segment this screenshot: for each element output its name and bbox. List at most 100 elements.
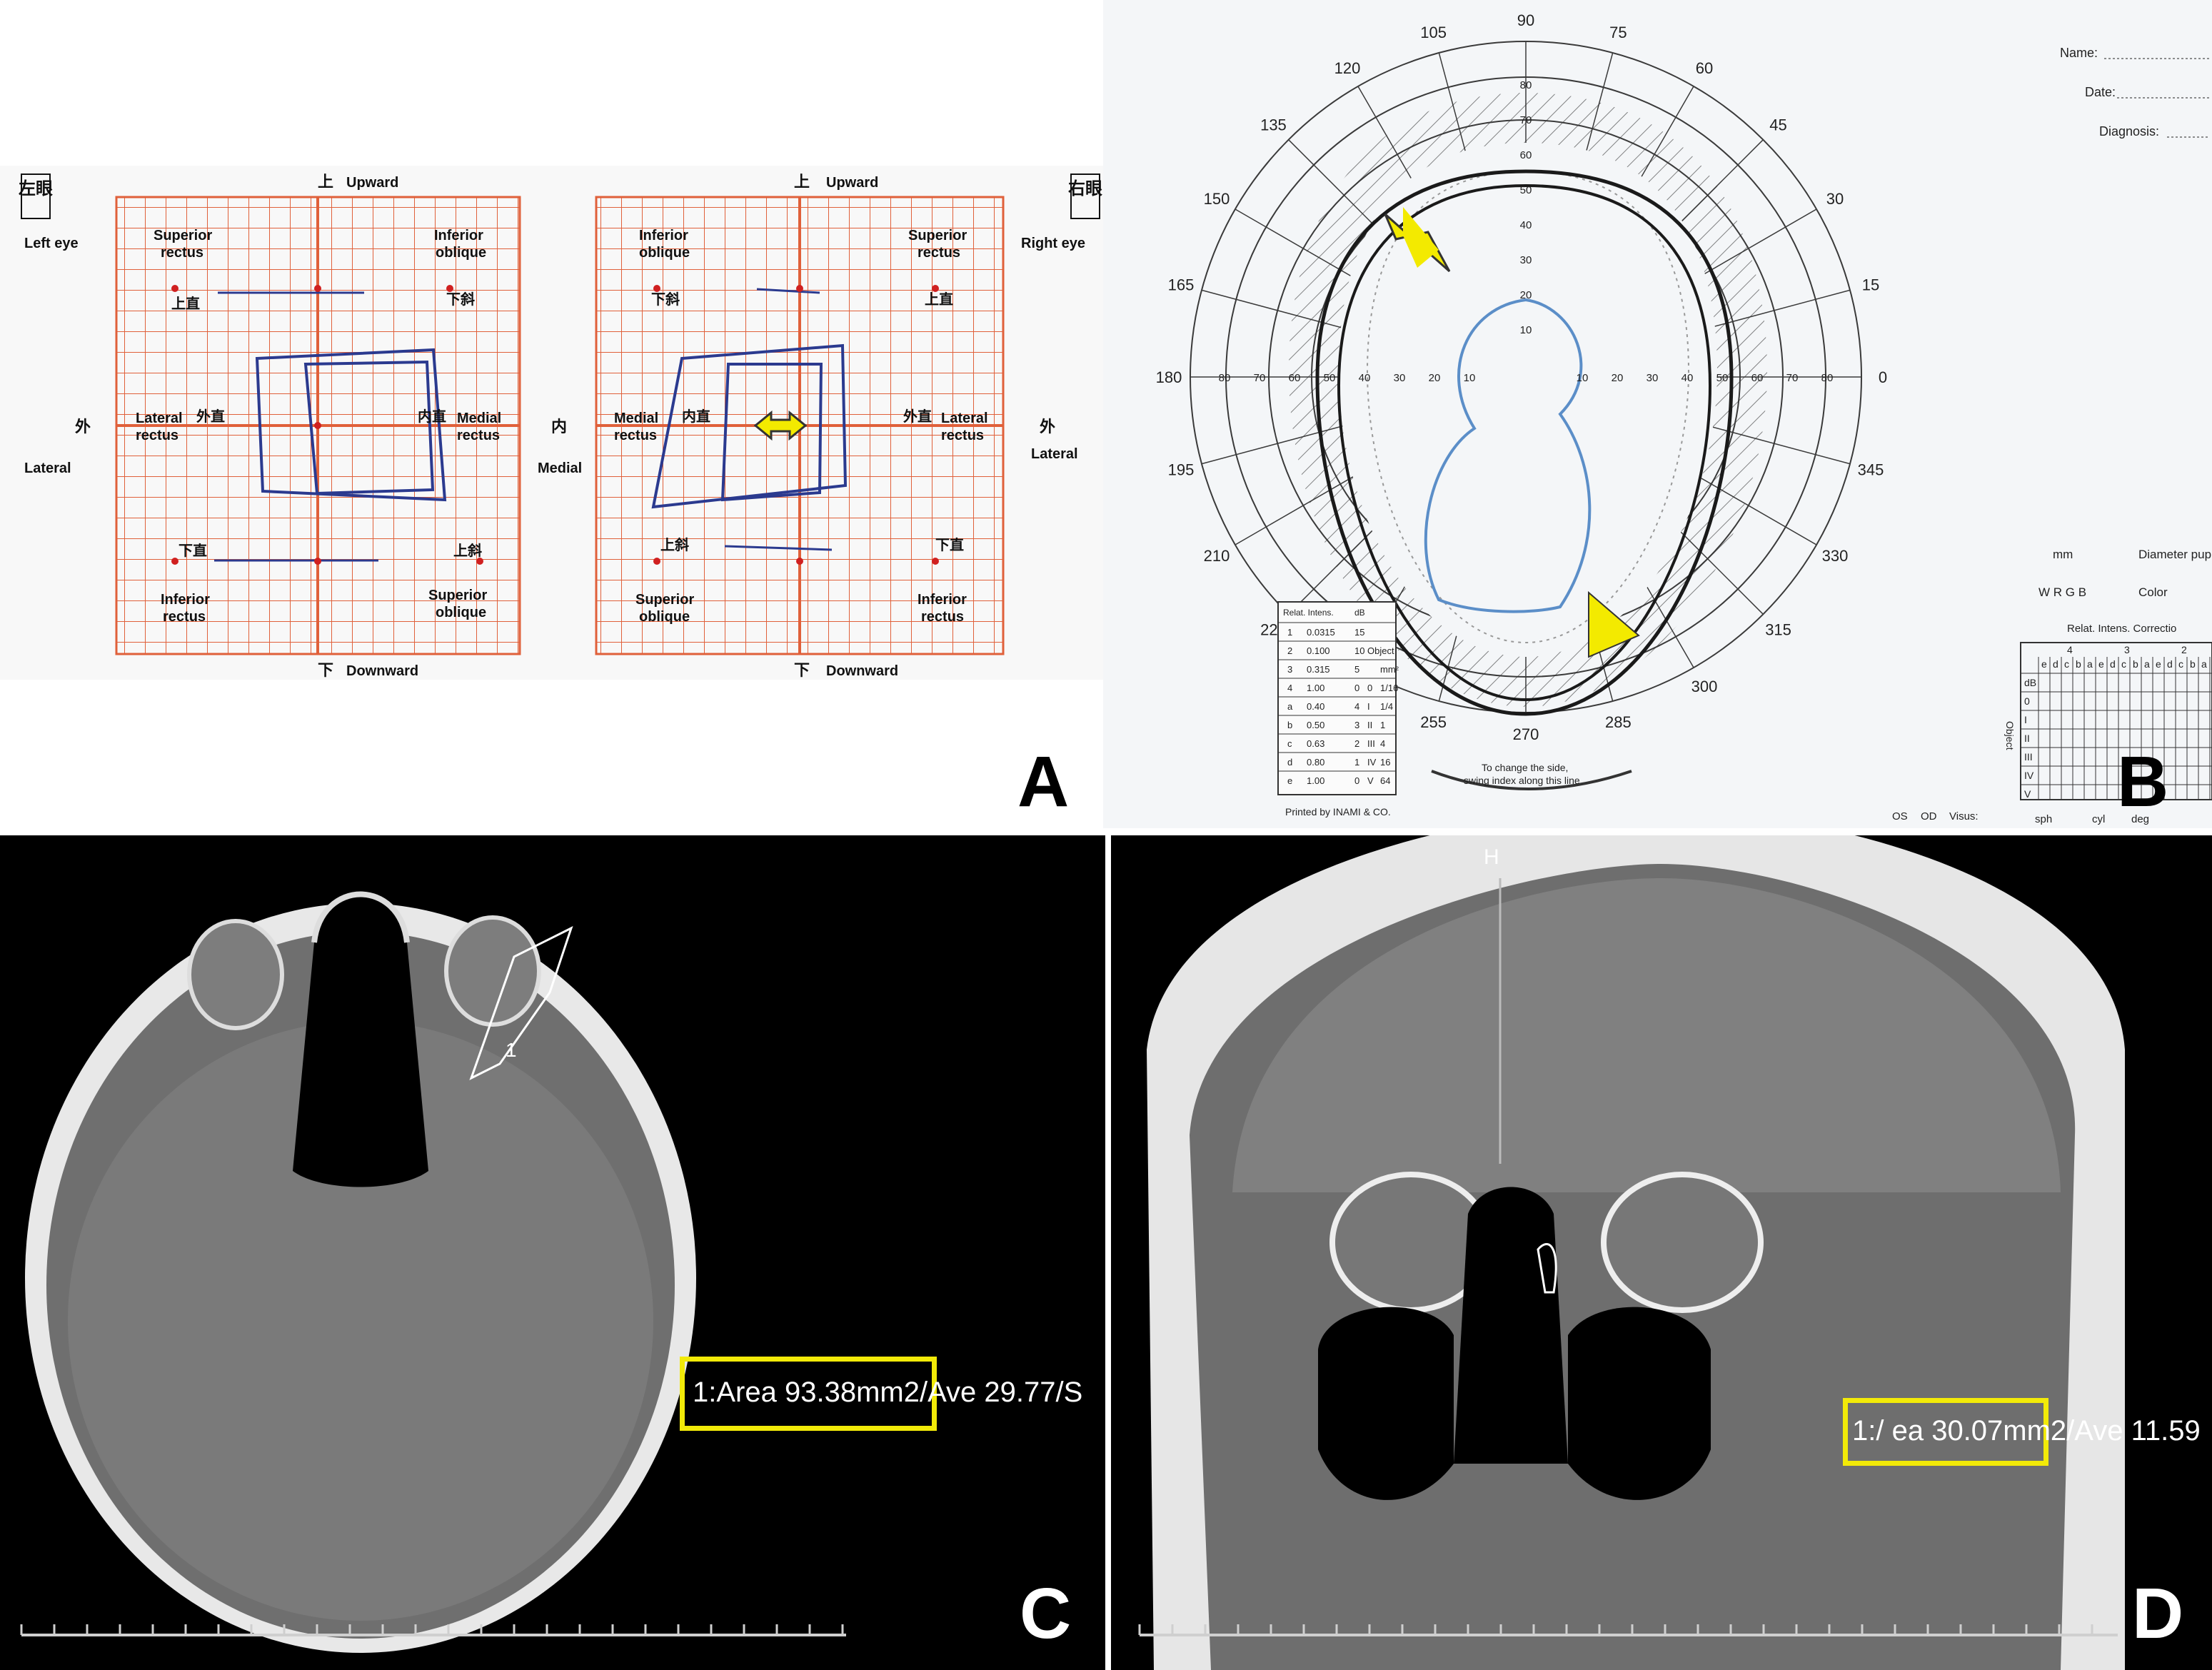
angle-label: 90 [1517, 11, 1534, 29]
roi-outline [469, 926, 573, 1081]
table-cell: 10 [1354, 645, 1364, 656]
radial-tick-label: 30 [1520, 254, 1532, 266]
left-up-kanji: 上 [318, 173, 333, 191]
left-up-label: Upward [346, 175, 398, 191]
hess-chart-svg: 左眼 Left eye 上 Upward 下 Downward 外 Latera… [0, 166, 1103, 680]
printed-by-label: Printed by INAMI & CO. [1285, 806, 1391, 818]
right-br-kanji: 下直 [935, 536, 964, 553]
angle-label: 0 [1879, 368, 1887, 386]
left-hess-grid [115, 196, 521, 655]
radial-tick-label: 10 [1520, 324, 1532, 336]
table-cell: 15 [1354, 627, 1364, 638]
table-cell: III [1367, 738, 1375, 749]
measurement-highlight-box [680, 1357, 937, 1431]
table-cell: mm² [1380, 664, 1399, 675]
right-mr-kanji: 外直 [903, 408, 932, 425]
color-options-label: W R G B [2038, 585, 2086, 599]
right-ml-muscle-1: Medial [614, 411, 658, 426]
table-cell: 0.40 [1307, 701, 1324, 712]
table-cell: V [1367, 775, 1374, 786]
left-tr-muscle-2: oblique [436, 245, 486, 261]
left-eye-kanji: 左眼 [19, 179, 53, 198]
radial-tick-label: 60 [1751, 372, 1764, 384]
right-tl-muscle-1: Inferior [639, 228, 688, 243]
grid-col-label: d [2053, 658, 2058, 670]
grid-col-label: a [2201, 658, 2207, 670]
table-cell: 0.50 [1307, 720, 1324, 730]
form-field-name: Name: [2060, 46, 2098, 60]
angle-label: 120 [1334, 59, 1361, 77]
table-cell: 0 [1367, 683, 1372, 693]
radial-tick-label: 10 [1577, 372, 1589, 384]
radial-tick-label: 80 [1520, 79, 1532, 91]
table-cell: 3 [1287, 664, 1292, 675]
radial-tick-label: 50 [1324, 372, 1336, 384]
angle-label: 60 [1696, 59, 1713, 77]
grid-row-label: IV [2024, 770, 2034, 781]
diameter-pupil-label: Diameter pupi [2138, 548, 2212, 561]
left-tl-muscle-2: rectus [161, 245, 203, 261]
measurement-text: 1:/ ea 30.07mm2/Ave 11.59 [1852, 1415, 2201, 1447]
table-cell: 0 [1354, 775, 1359, 786]
table-cell: 1.00 [1307, 775, 1324, 786]
isopter-central-blue [1424, 298, 1592, 613]
radial-tick-label: 40 [1520, 219, 1532, 231]
table-cell: 64 [1380, 775, 1390, 786]
angle-label: 75 [1609, 24, 1627, 41]
table-cell: 1 [1354, 757, 1359, 768]
table-cell: e [1287, 775, 1292, 786]
grid-row-label: V [2024, 788, 2031, 800]
right-tr-muscle-2: rectus [918, 245, 960, 261]
table-cell: I [1367, 701, 1370, 712]
angle-label: 255 [1420, 713, 1447, 731]
table-cell: a [1287, 701, 1293, 712]
table-header-intens: Relat. Intens. [1283, 608, 1334, 618]
grid-group-label: 3 [2124, 644, 2130, 655]
left-ml-kanji: 外直 [196, 408, 225, 425]
grid-group-label: 2 [2181, 644, 2187, 655]
panel-c-letter: C [1020, 1574, 1072, 1654]
grid-object-label: Object [2004, 721, 2016, 750]
right-tl-kanji: 下斜 [651, 291, 680, 308]
right-tr-kanji: 上直 [925, 291, 953, 308]
axial-ct-svg: 1 [20, 891, 846, 1653]
panel-b-visual-field: 9075604530150345330315300285270255240225… [1103, 0, 2212, 828]
radial-tick-label: 50 [1716, 372, 1729, 384]
radial-tick-label: 50 [1520, 184, 1532, 196]
left-lateral-kanji: 外 [75, 418, 91, 436]
left-medial-kanji: 内 [551, 418, 567, 436]
left-bl-kanji: 下直 [179, 542, 207, 559]
table-cell: 0.63 [1307, 738, 1324, 749]
isopter-outer [1315, 169, 1734, 716]
table-cell: 4 [1287, 683, 1292, 693]
left-tl-kanji: 上直 [171, 295, 200, 312]
right-ml-muscle-2: rectus [614, 428, 657, 443]
angle-label: 150 [1204, 190, 1230, 208]
table-header-db: dB [1354, 608, 1365, 618]
right-bl-kanji: 上斜 [660, 536, 689, 553]
grid-col-label: a [2087, 658, 2093, 670]
panel-d-letter: D [2132, 1574, 2184, 1654]
visus-cyl: cyl [2092, 813, 2105, 825]
swing-text-2: swing index along this line [1464, 775, 1580, 786]
table-cell: 4 [1354, 701, 1359, 712]
left-mr-muscle-1: Medial [457, 411, 501, 426]
grid-col-label: c [2064, 658, 2069, 670]
radial-tick-label: 40 [1681, 372, 1694, 384]
measurement-highlight-box [1843, 1398, 2048, 1466]
isopter-middle [1337, 183, 1712, 702]
right-up-kanji: 上 [794, 173, 810, 191]
panel-a-letter: A [1017, 742, 1070, 822]
radial-tick-label: 40 [1359, 372, 1371, 384]
grid-col-label: d [2167, 658, 2173, 670]
table-cell: d [1287, 757, 1292, 768]
table-cell: 1 [1287, 627, 1292, 638]
left-bl-muscle-2: rectus [163, 609, 206, 625]
grid-col-label: b [2190, 658, 2196, 670]
panel-a-hess-chart: 左眼 Left eye 上 Upward 下 Downward 外 Latera… [0, 0, 1103, 828]
angle-label: 195 [1168, 461, 1195, 478]
grid-group-label: 4 [2067, 644, 2073, 655]
swing-text-1: To change the side, [1482, 762, 1568, 773]
panel-b-letter: B [2117, 742, 2169, 822]
